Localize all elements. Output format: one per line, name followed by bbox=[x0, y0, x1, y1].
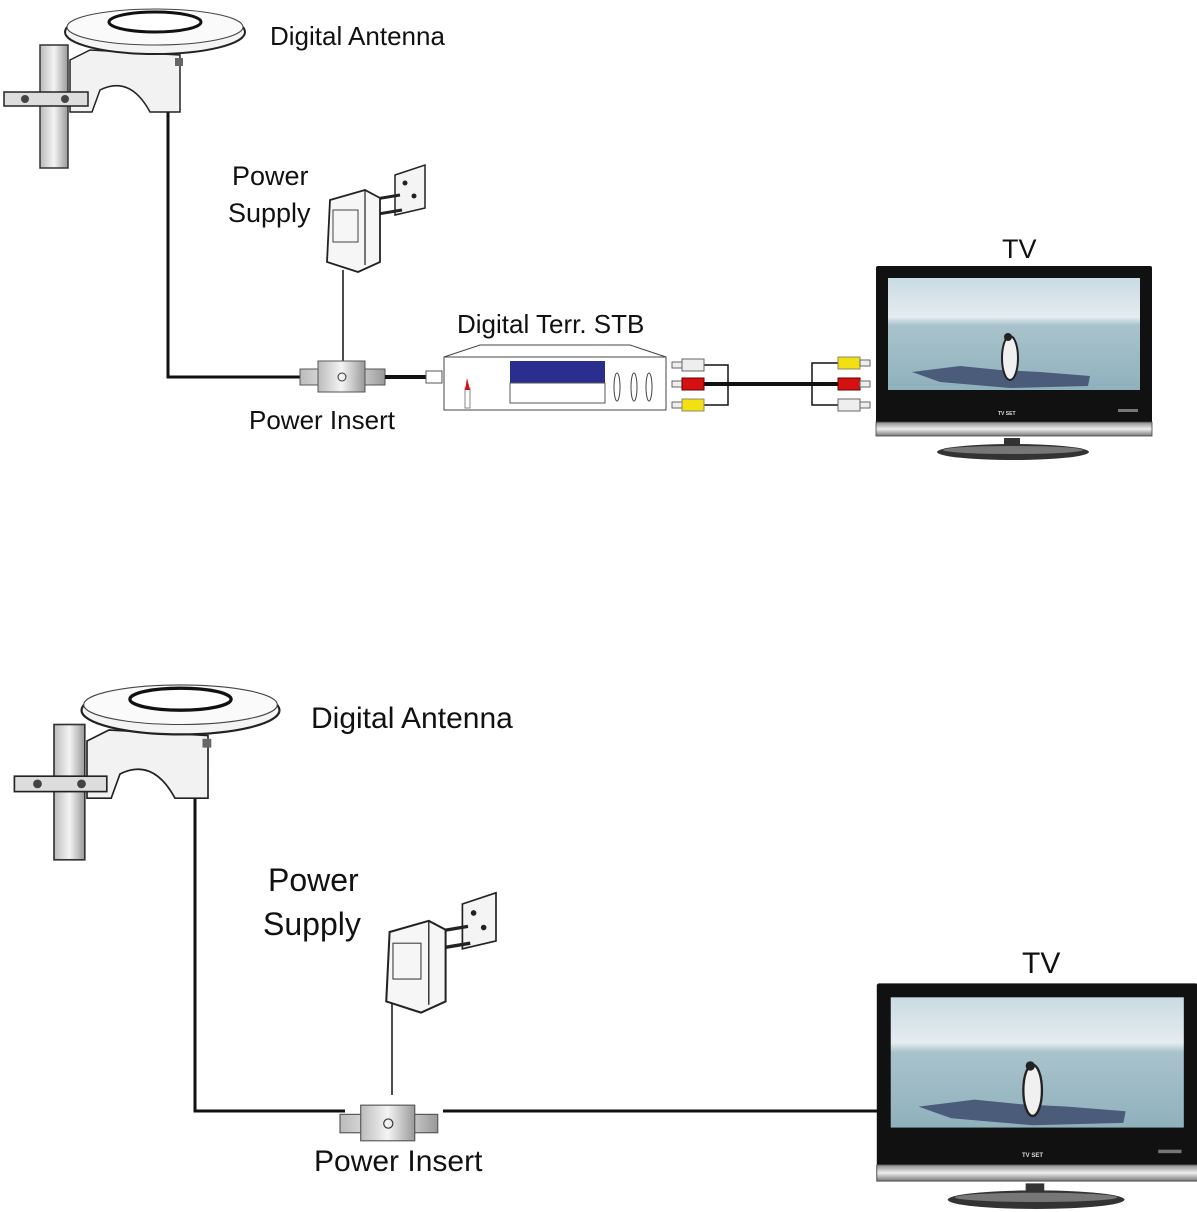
antenna-label: Digital Antenna bbox=[270, 21, 445, 51]
tv-icon bbox=[875, 982, 1197, 1211]
tv-icon bbox=[875, 265, 1153, 461]
power-supply-icon bbox=[384, 891, 498, 1015]
power-insert-label: Power Insert bbox=[314, 1145, 483, 1178]
antenna-icon bbox=[12, 683, 282, 862]
power-insert-icon bbox=[339, 1104, 439, 1142]
power-supply-label: Supply bbox=[228, 198, 311, 228]
power-supply-label: Power bbox=[268, 862, 359, 898]
rca-cable bbox=[671, 356, 871, 412]
power-insert-label: Power Insert bbox=[249, 405, 395, 435]
stb-icon bbox=[443, 344, 667, 411]
antenna-icon bbox=[2, 7, 247, 170]
antenna-label: Digital Antenna bbox=[311, 702, 513, 735]
diagram-1 bbox=[2, 7, 1153, 461]
diagram-2 bbox=[12, 683, 1197, 1211]
cable-antenna-to-insert bbox=[166, 64, 300, 379]
power-supply-icon bbox=[325, 163, 427, 274]
stb-label: Digital Terr. STB bbox=[457, 309, 645, 339]
tv-brand-label: TV SET bbox=[1022, 1153, 1044, 1159]
tv-brand-label: TV SET bbox=[998, 411, 1016, 417]
tv-label: TV bbox=[1002, 234, 1037, 264]
power-supply-label: Supply bbox=[263, 906, 361, 942]
cable-antenna-to-insert bbox=[193, 780, 345, 1113]
power-supply-label: Power bbox=[232, 161, 309, 191]
f-connector-icon bbox=[425, 370, 443, 384]
power-insert-icon bbox=[299, 360, 386, 393]
tv-label: TV bbox=[1022, 947, 1061, 980]
